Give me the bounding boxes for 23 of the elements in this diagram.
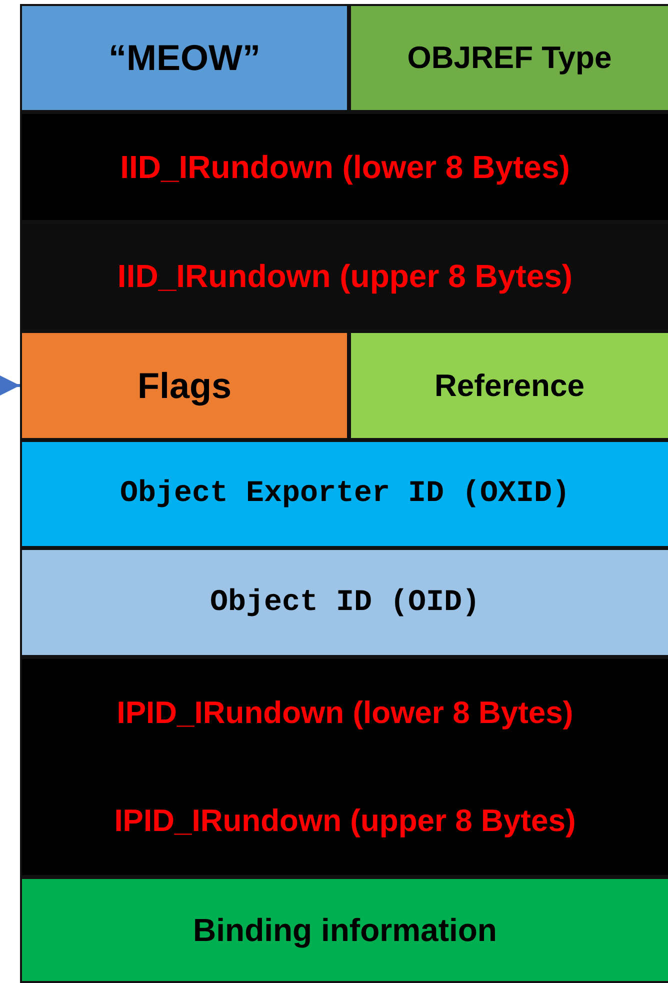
arrow [0, 376, 20, 396]
field-label: Object Exporter ID (OXID) [120, 477, 570, 511]
field-box [349, 4, 668, 112]
field-box [20, 657, 668, 767]
field-box [20, 112, 668, 222]
field-label: Binding information [193, 912, 497, 948]
field-label: Object ID (OID) [210, 586, 480, 620]
field-label: IPID_IRundown (lower 8 Bytes) [116, 695, 574, 731]
field-box [349, 331, 668, 440]
field-box [20, 222, 668, 331]
field-label: OBJREF Type [407, 40, 612, 76]
field-box [20, 4, 349, 112]
field-box [20, 331, 349, 440]
field-label: Flags [137, 364, 232, 406]
field-label: Reference [434, 368, 584, 404]
field-label: IPID_IRundown (upper 8 Bytes) [114, 803, 576, 839]
field-label: IID_IRundown (lower 8 Bytes) [120, 148, 570, 186]
field-label: IID_IRundown (upper 8 Bytes) [117, 258, 573, 295]
field-box [20, 440, 668, 548]
field-box [20, 767, 668, 877]
field-box [20, 877, 668, 983]
field-box [20, 548, 668, 657]
field-label: “MEOW” [108, 37, 260, 79]
